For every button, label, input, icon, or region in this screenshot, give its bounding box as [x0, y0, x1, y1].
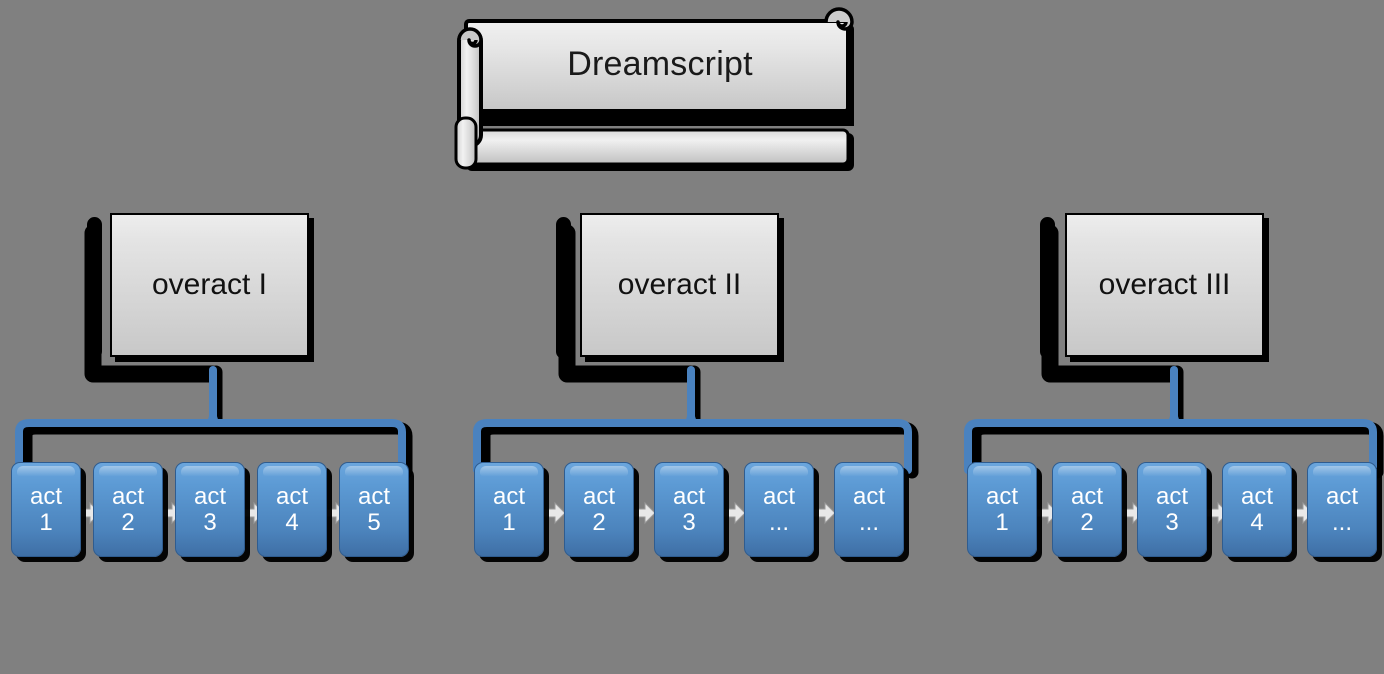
overact-label-2: overact II	[617, 268, 742, 301]
gloss-highlight	[570, 466, 628, 476]
act-box[interactable]: act 2	[564, 462, 634, 557]
scroll-lower-left-roll	[454, 116, 478, 170]
act-box[interactable]: act 1	[11, 462, 81, 557]
scroll-lower-sheet	[460, 128, 854, 171]
gloss-highlight	[660, 466, 718, 476]
act-word: act	[275, 482, 308, 510]
gloss-highlight	[17, 466, 75, 476]
overact-spine-2	[556, 217, 571, 359]
overact-label-3: overact III	[1098, 268, 1231, 301]
act-number: 1	[502, 508, 516, 536]
arrow-icon	[722, 501, 746, 525]
act-number: ...	[858, 508, 879, 536]
act-number: 4	[285, 508, 299, 536]
act-word: act	[852, 482, 885, 510]
gloss-highlight	[263, 466, 321, 476]
overact-box-2[interactable]: overact II	[580, 213, 779, 357]
act-number: 4	[1250, 508, 1264, 536]
group-2-arrows	[542, 501, 836, 525]
gloss-highlight	[750, 466, 808, 476]
scroll-right-curl	[824, 7, 854, 31]
act-number: 3	[203, 508, 217, 536]
act-box[interactable]: act 3	[1137, 462, 1207, 557]
gloss-highlight	[1228, 466, 1286, 476]
gloss-highlight	[1143, 466, 1201, 476]
act-word: act	[111, 482, 144, 510]
gloss-highlight	[973, 466, 1031, 476]
group-3-bracket	[964, 419, 1377, 474]
act-box[interactable]: act 4	[257, 462, 327, 557]
act-number: 2	[121, 508, 135, 536]
act-word: act	[492, 482, 525, 510]
act-number: 3	[1165, 508, 1179, 536]
act-word: act	[1240, 482, 1273, 510]
act-box[interactable]: act ...	[834, 462, 904, 557]
act-box[interactable]: act 2	[1052, 462, 1122, 557]
act-word: act	[985, 482, 1018, 510]
arrow-icon	[812, 501, 836, 525]
act-box[interactable]: act 2	[93, 462, 163, 557]
act-box[interactable]: act ...	[744, 462, 814, 557]
act-word: act	[582, 482, 615, 510]
gloss-highlight	[480, 466, 538, 476]
gloss-highlight	[840, 466, 898, 476]
act-box[interactable]: act 1	[474, 462, 544, 557]
gloss-highlight	[99, 466, 157, 476]
overact-box-3[interactable]: overact III	[1065, 213, 1264, 357]
act-number: 2	[1080, 508, 1094, 536]
act-box[interactable]: act 3	[175, 462, 245, 557]
act-word: act	[193, 482, 226, 510]
act-box[interactable]: act 3	[654, 462, 724, 557]
act-number: ...	[1331, 508, 1352, 536]
gloss-highlight	[181, 466, 239, 476]
group-1-bracket	[15, 419, 406, 474]
act-number: 1	[39, 508, 53, 536]
act-word: act	[762, 482, 795, 510]
act-word: act	[1155, 482, 1188, 510]
act-word: act	[357, 482, 390, 510]
arrow-icon	[542, 501, 566, 525]
act-box[interactable]: act 5	[339, 462, 409, 557]
act-box[interactable]: act 4	[1222, 462, 1292, 557]
act-number: ...	[768, 508, 789, 536]
group-2-bracket	[473, 419, 912, 474]
overact-box-1[interactable]: overact I	[110, 213, 309, 357]
act-word: act	[1325, 482, 1358, 510]
overact-spine-1	[87, 217, 102, 359]
dreamscript-scroll[interactable]	[454, 7, 854, 171]
gloss-highlight	[1058, 466, 1116, 476]
overact-spine-3	[1040, 217, 1055, 359]
gloss-highlight	[1313, 466, 1371, 476]
act-word: act	[1070, 482, 1103, 510]
dreamscript-title: Dreamscript	[567, 44, 753, 83]
act-word: act	[29, 482, 62, 510]
arrow-icon	[632, 501, 656, 525]
act-box[interactable]: act ...	[1307, 462, 1377, 557]
scroll-face	[464, 19, 854, 117]
act-number: 1	[995, 508, 1009, 536]
act-number: 3	[682, 508, 696, 536]
act-word: act	[672, 482, 705, 510]
act-box[interactable]: act 1	[967, 462, 1037, 557]
gloss-highlight	[345, 466, 403, 476]
overact-label-1: overact I	[151, 268, 268, 301]
act-number: 5	[367, 508, 381, 536]
act-number: 2	[592, 508, 606, 536]
